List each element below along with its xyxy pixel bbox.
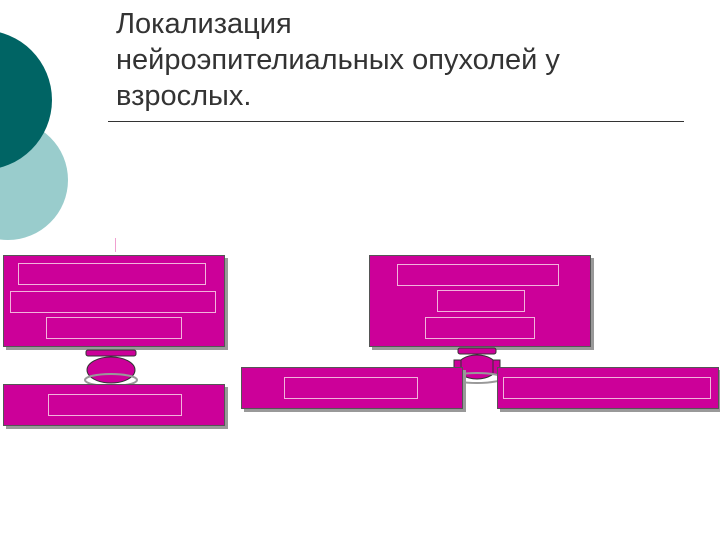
text-cursor (115, 238, 116, 252)
right-main-label-1 (397, 264, 559, 286)
left-main-label-2 (10, 291, 216, 313)
left-lower-label (48, 394, 182, 416)
title-line-2: нейроэпителиальных опухолей у (116, 44, 560, 76)
left-main-label-3 (46, 317, 182, 339)
decor-circle-dark (0, 32, 52, 168)
title-line-3: взрослых. (116, 80, 252, 112)
right-main-label-3 (425, 317, 535, 339)
right-lower-right-label (503, 377, 711, 399)
right-main-label-2 (437, 290, 525, 312)
left-lower-box (3, 384, 225, 426)
slide-title: Локализация нейроэпителиальных опухолей … (116, 6, 706, 114)
left-main-label-1 (18, 263, 206, 285)
title-line-1: Локализация (116, 8, 292, 40)
junction-node-icon (84, 349, 138, 387)
right-lower-left-label (284, 377, 418, 399)
title-underline (108, 121, 684, 122)
